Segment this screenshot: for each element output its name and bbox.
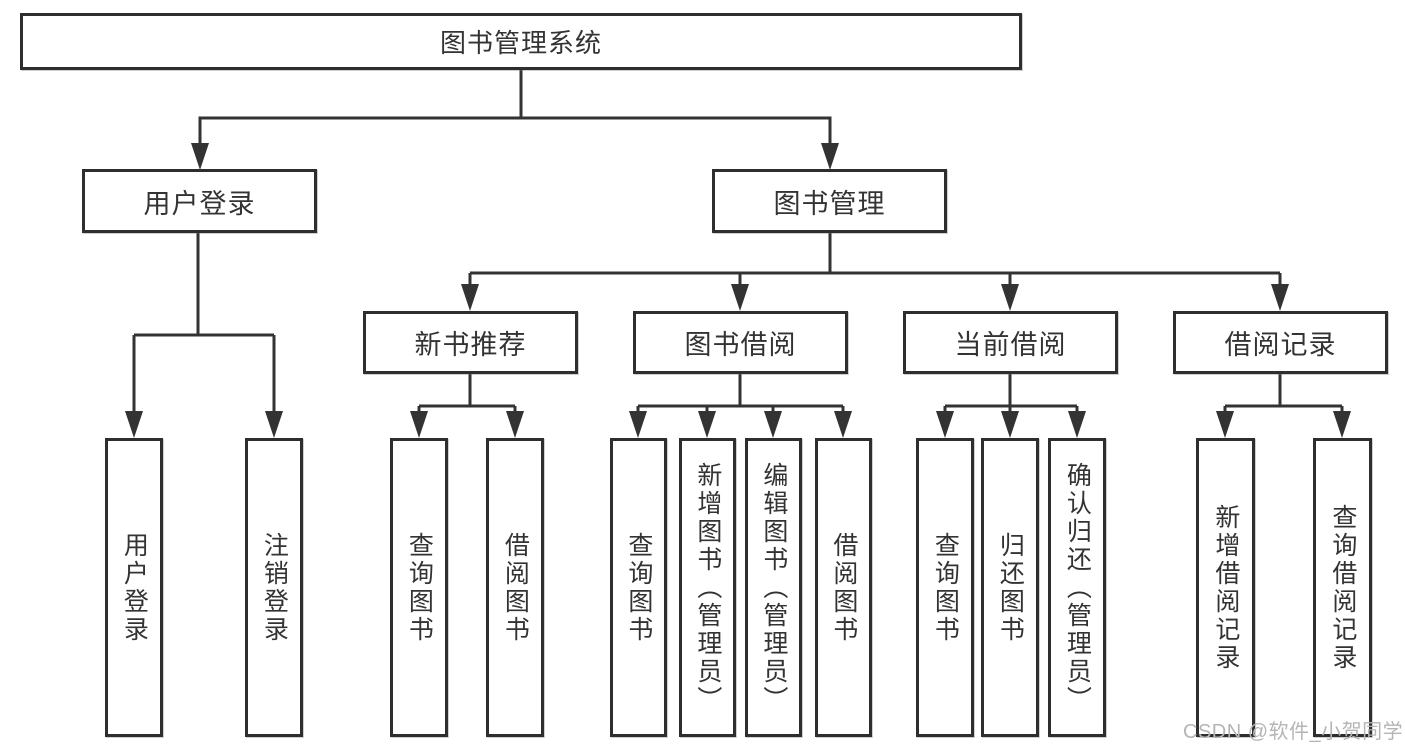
connector-book-borrow-children — [629, 374, 852, 438]
arrowhead — [731, 284, 749, 311]
arrowhead — [1333, 411, 1351, 438]
leaf-confirm-return-admin: 确认归还（管理员） — [1048, 438, 1106, 737]
node-borrow-records: 借阅记录 — [1173, 311, 1388, 374]
connector-root-to-level2 — [191, 70, 839, 170]
leaf-user-login: 用户登录 — [105, 438, 163, 737]
leaf-query-books-current: 查询图书 — [916, 438, 974, 737]
node-user-login-label: 用户登录 — [143, 188, 256, 219]
arrowhead — [506, 411, 524, 438]
connector-new-book-recommend-children — [410, 374, 524, 438]
node-borrow-records-label: 借阅记录 — [1224, 330, 1337, 360]
arrowhead — [698, 411, 716, 438]
leaf-query-books-recommend-label: 查询图书 — [405, 531, 434, 644]
node-current-borrow: 当前借阅 — [903, 311, 1118, 374]
leaf-confirm-return-admin-label: 确认归还（管理员） — [1063, 461, 1092, 714]
leaf-borrow-books-borrow-label: 借阅图书 — [829, 531, 858, 644]
node-current-borrow-label: 当前借阅 — [954, 330, 1067, 360]
arrowhead — [125, 411, 143, 438]
arrowhead — [821, 143, 839, 170]
leaf-query-books-borrow-label: 查询图书 — [624, 531, 653, 644]
arrowhead — [265, 411, 283, 438]
leaf-edit-book-admin-label: 编辑图书（管理员） — [759, 461, 788, 714]
leaf-logout-label: 注销登录 — [260, 531, 289, 644]
leaf-add-borrow-record-label: 新增借阅记录 — [1211, 503, 1240, 672]
arrowhead — [1271, 284, 1289, 311]
node-root-label: 图书管理系统 — [439, 28, 602, 58]
leaf-edit-book-admin: 编辑图书（管理员） — [745, 438, 802, 737]
connector-user-login-children — [125, 233, 283, 438]
arrowhead — [764, 411, 782, 438]
leaf-borrow-books-recommend: 借阅图书 — [486, 438, 544, 737]
leaf-return-books: 归还图书 — [981, 438, 1039, 737]
leaf-add-book-admin-label: 新增图书（管理员） — [693, 461, 722, 714]
node-new-book-recommend: 新书推荐 — [363, 311, 578, 374]
node-root: 图书管理系统 — [20, 13, 1022, 70]
node-user-login: 用户登录 — [82, 169, 317, 233]
leaf-query-borrow-record-label: 查询借阅记录 — [1328, 503, 1357, 672]
leaf-query-books-borrow: 查询图书 — [610, 438, 667, 737]
arrowhead — [1068, 411, 1086, 438]
leaf-query-books-current-label: 查询图书 — [931, 531, 960, 644]
watermark: CSDN @软件_小贺同学 — [1183, 721, 1404, 743]
leaf-borrow-books-borrow: 借阅图书 — [815, 438, 872, 737]
leaf-logout: 注销登录 — [245, 438, 303, 737]
leaf-query-borrow-record: 查询借阅记录 — [1313, 438, 1372, 737]
node-book-borrow-label: 图书借阅 — [684, 330, 797, 360]
arrowhead — [936, 411, 954, 438]
arrowhead — [1001, 284, 1019, 311]
node-book-management-label: 图书管理 — [773, 188, 886, 219]
arrowhead — [191, 143, 209, 170]
leaf-query-books-recommend: 查询图书 — [390, 438, 448, 737]
leaf-user-login-label: 用户登录 — [120, 531, 149, 644]
node-book-management: 图书管理 — [712, 169, 947, 233]
leaf-return-books-label: 归还图书 — [996, 531, 1025, 644]
arrowhead — [410, 411, 428, 438]
node-new-book-recommend-label: 新书推荐 — [414, 330, 527, 360]
connector-borrow-records-children — [1216, 374, 1351, 438]
leaf-add-borrow-record: 新增借阅记录 — [1196, 438, 1255, 737]
arrowhead — [1001, 411, 1019, 438]
leaf-add-book-admin: 新增图书（管理员） — [679, 438, 736, 737]
arrowhead — [834, 411, 852, 438]
arrowhead — [1216, 411, 1234, 438]
arrowhead — [629, 411, 647, 438]
connector-book-management-children — [461, 233, 1289, 311]
connector-current-borrow-children — [936, 374, 1086, 438]
node-book-borrow: 图书借阅 — [633, 311, 848, 374]
arrowhead — [461, 284, 479, 311]
leaf-borrow-books-recommend-label: 借阅图书 — [501, 531, 530, 644]
